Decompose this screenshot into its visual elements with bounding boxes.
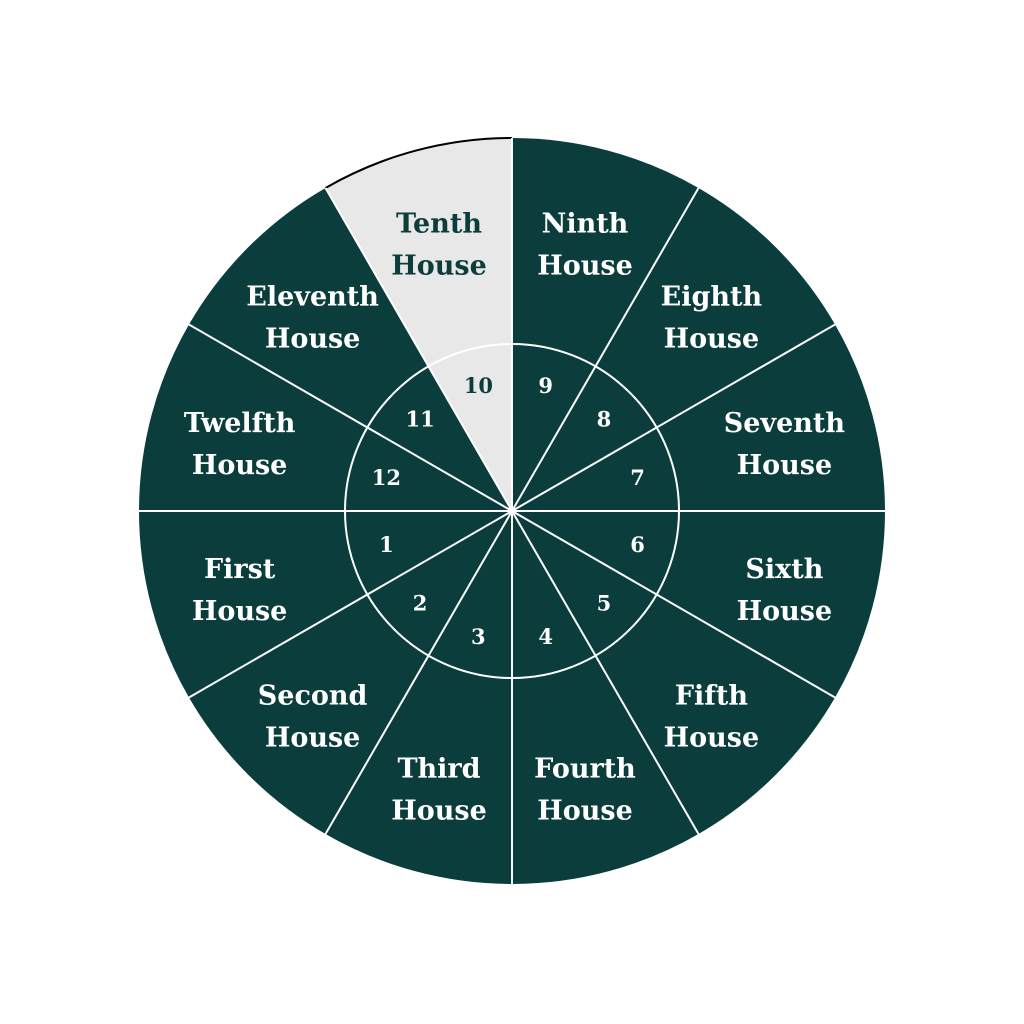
house-word: House <box>265 324 361 355</box>
house-sectors <box>139 137 885 884</box>
house-number-5: 5 <box>597 590 612 615</box>
house-word: House <box>391 251 487 282</box>
house-sector-1 <box>139 511 512 698</box>
house-word: House <box>265 722 361 753</box>
house-number-10: 10 <box>464 373 493 398</box>
house-sector-8 <box>512 187 836 511</box>
house-number-4: 4 <box>538 624 553 649</box>
highlight-outline <box>325 137 513 189</box>
house-name: Second <box>258 680 368 711</box>
house-number-2: 2 <box>413 590 428 615</box>
divider-line <box>511 510 700 835</box>
house-word: House <box>664 722 760 753</box>
divider-line <box>188 510 513 699</box>
house-word: House <box>391 795 487 826</box>
house-number-3: 3 <box>471 624 486 649</box>
house-sector-5 <box>512 511 836 835</box>
house-name: Fifth <box>675 680 749 711</box>
divider-line <box>188 323 513 512</box>
divider-line <box>324 187 513 512</box>
house-word: House <box>537 251 633 282</box>
house-name: Seventh <box>724 408 846 439</box>
house-number-8: 8 <box>597 407 612 432</box>
house-sector-3 <box>325 511 512 884</box>
house-name: Eleventh <box>246 282 379 313</box>
house-sector-7 <box>512 324 885 511</box>
house-name: Fourth <box>534 753 636 784</box>
house-word: House <box>664 324 760 355</box>
house-sector-11 <box>188 187 512 511</box>
house-name: Eighth <box>661 282 763 313</box>
house-sector-4 <box>512 511 699 884</box>
house-sector-12 <box>139 324 512 511</box>
house-word: House <box>737 450 833 481</box>
house-number-1: 1 <box>379 532 394 557</box>
house-number-7: 7 <box>630 465 645 490</box>
house-sector-2 <box>188 511 512 835</box>
house-name: Third <box>397 753 480 784</box>
house-name: Ninth <box>542 209 629 240</box>
house-sector-10 <box>325 138 512 511</box>
house-number-11: 11 <box>405 407 434 432</box>
house-sector-9 <box>512 138 699 511</box>
divider-line <box>511 187 700 512</box>
house-name: Tenth <box>396 209 482 240</box>
house-word: House <box>192 596 288 627</box>
house-number-12: 12 <box>372 465 401 490</box>
house-sector-6 <box>512 511 885 698</box>
house-word: House <box>737 596 833 627</box>
divider-line <box>324 510 513 835</box>
house-name: First <box>204 554 276 585</box>
house-number-6: 6 <box>630 532 645 557</box>
divider-line <box>511 510 836 699</box>
house-name: Twelfth <box>184 408 296 439</box>
house-name: Sixth <box>745 554 823 585</box>
house-word: House <box>192 450 288 481</box>
house-dividers <box>139 138 885 884</box>
house-number-9: 9 <box>538 373 553 398</box>
divider-line <box>511 323 836 512</box>
house-word: House <box>537 795 633 826</box>
